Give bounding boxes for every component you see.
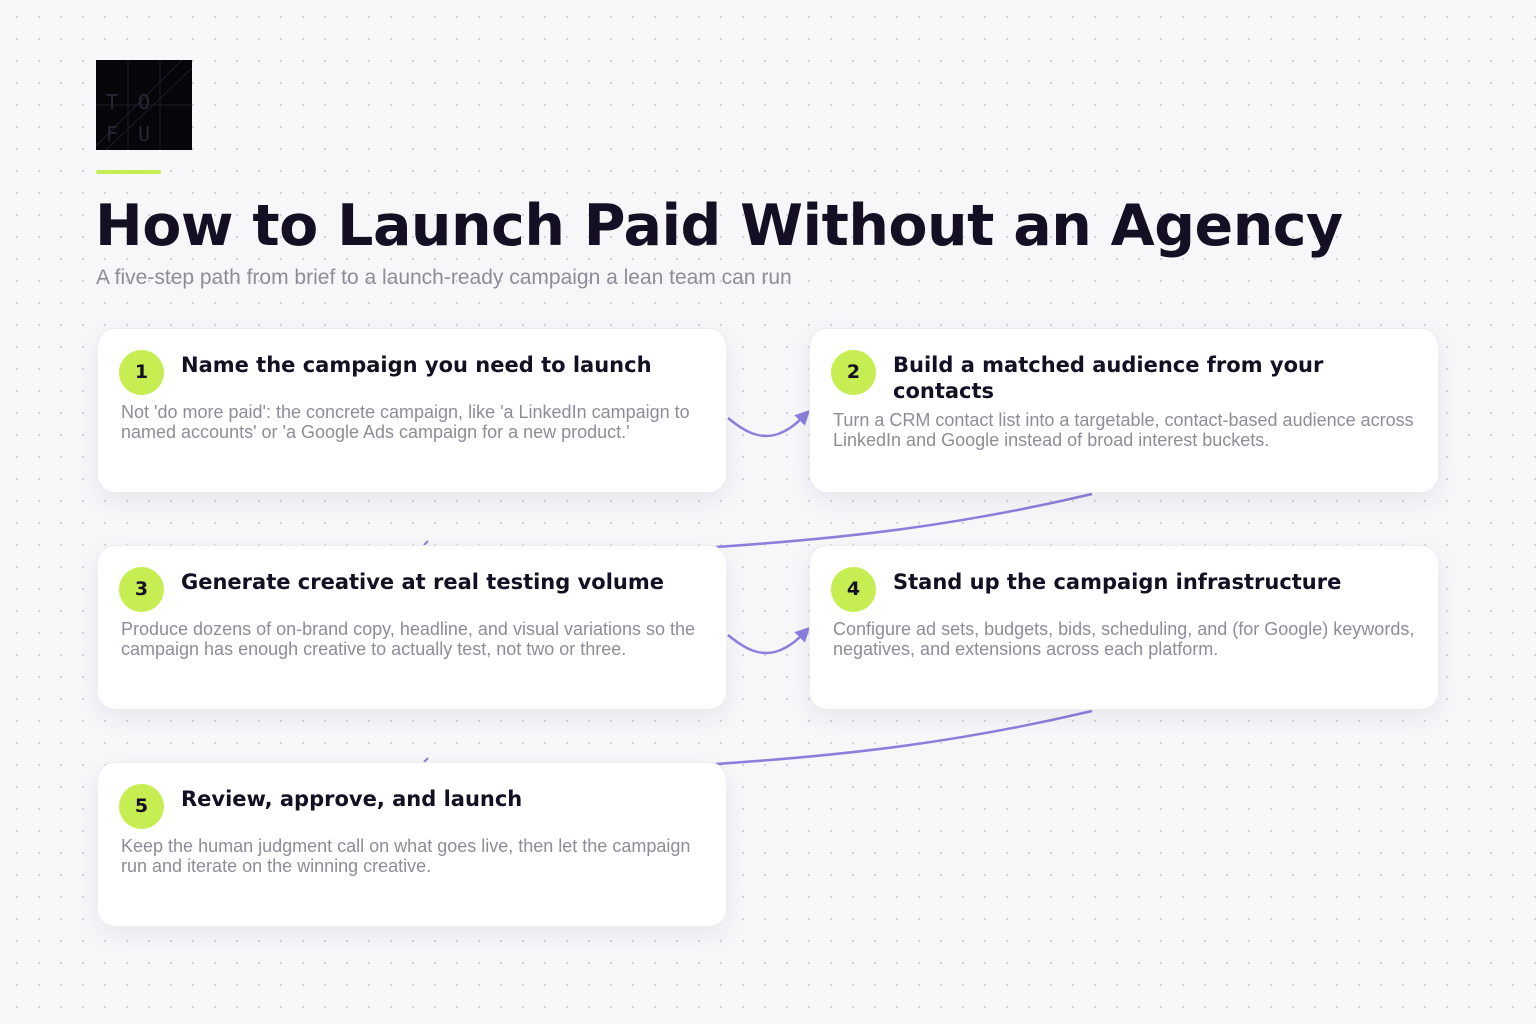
connector-2-to-3 [715,492,1093,549]
connector-4-to-5-arrow-tip [423,757,429,763]
step-title: Build a matched audience from your conta… [893,353,1324,403]
step-card-3: 3 Generate creative at real testing volu… [97,545,727,710]
step-title: Generate creative at real testing volume [181,570,664,594]
step-description: Keep the human judgment call on what goe… [121,836,691,876]
page-subtitle: A five-step path from brief to a launch-… [96,266,792,289]
connector-3-to-4 [727,626,811,655]
step-description: Produce dozens of on-brand copy, headlin… [121,619,696,659]
step-description: Turn a CRM contact list into a targetabl… [833,410,1414,450]
logo-letter: T [105,90,119,114]
logo-letter: U [137,122,151,146]
connector-1-to-2 [727,409,811,438]
connector-2-to-3-arrow-tip [423,540,429,546]
page-title: How to Launch Paid Without an Agency [95,193,1343,259]
step-card-2: 2 Build a matched audience from your con… [809,328,1439,493]
step-number-badge: 2 [831,350,876,395]
step-description: Not 'do more paid': the concrete campaig… [121,402,690,442]
step-description: Configure ad sets, budgets, bids, schedu… [833,619,1415,659]
step-title: Name the campaign you need to launch [181,353,652,377]
tofu-logo: T O F U [96,60,192,150]
connector-4-to-5 [715,709,1093,766]
logo-letter: F [105,122,119,146]
step-title: Stand up the campaign infrastructure [893,570,1342,594]
logo-grid-graphic [96,60,192,150]
step-number-badge: 4 [831,567,876,612]
title-accent-bar [96,170,161,174]
step-title: Review, approve, and launch [181,787,523,811]
step-number-badge: 5 [119,784,164,829]
step-card-4: 4 Stand up the campaign infrastructure C… [809,545,1439,710]
logo-letter: O [137,90,151,114]
step-number-badge: 1 [119,350,164,395]
step-card-5: 5 Review, approve, and launch Keep the h… [97,762,727,927]
step-number-badge: 3 [119,567,164,612]
step-card-1: 1 Name the campaign you need to launch N… [97,328,727,493]
